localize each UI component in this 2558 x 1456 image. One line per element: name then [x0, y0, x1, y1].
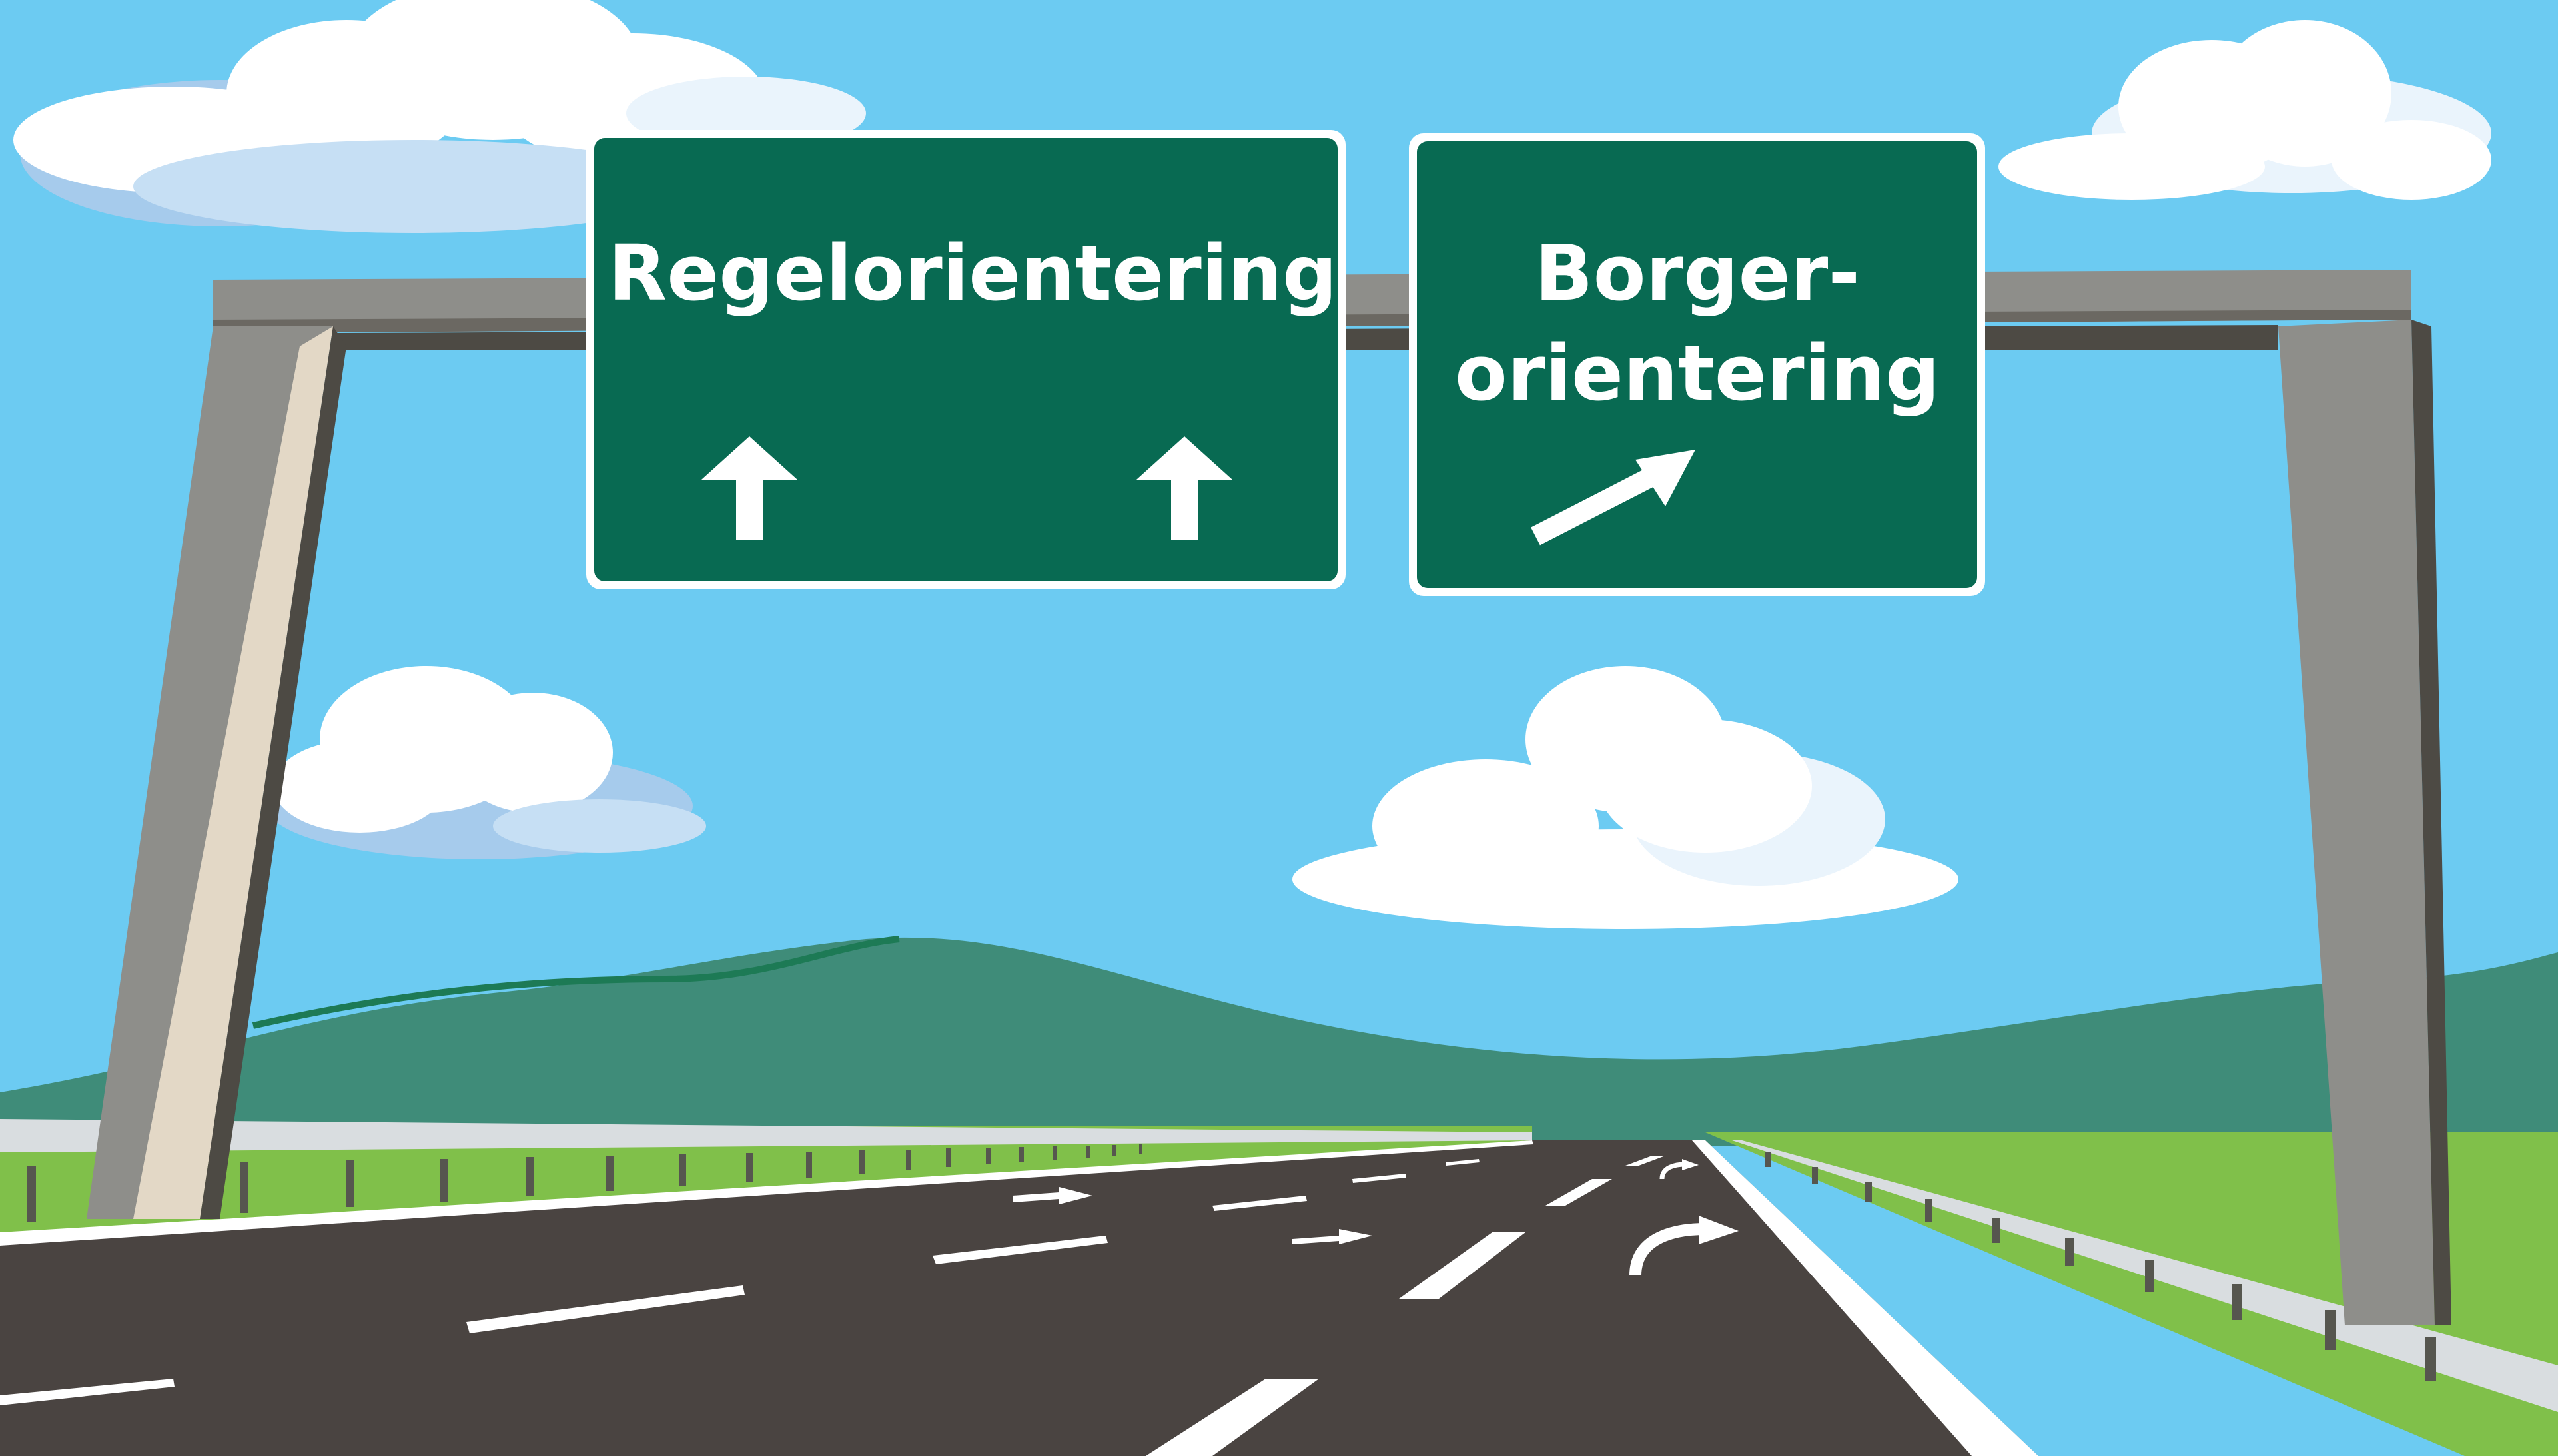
sign-left-label: Regelorientering — [608, 229, 1338, 318]
arrow-up-right-icon — [1531, 450, 1695, 546]
arrow-up-icon — [1136, 436, 1232, 540]
hills-ridge — [252, 936, 900, 1029]
sign-right-label-line1: Borger- — [1535, 229, 1860, 318]
cloud-top-right — [1998, 20, 2491, 200]
sign-left: Regelorientering — [586, 130, 1346, 589]
lane-markings — [0, 1140, 2038, 1456]
arrow-up-icon — [701, 436, 797, 540]
sign-right: Borger- orientering — [1409, 133, 1985, 596]
guardrail-left — [0, 1119, 1532, 1152]
hills — [0, 937, 2558, 1146]
road — [0, 1140, 2038, 1456]
sign-right-label-line2: orientering — [1455, 329, 1940, 418]
road-arrow-straight-icon — [1292, 1229, 1372, 1244]
gantry-right-post — [2278, 320, 2435, 1325]
road-arrow-turn-right-icon — [1659, 1159, 1699, 1180]
cloud-middle-right — [1292, 666, 1958, 929]
road-arrow-turn-right-icon — [1629, 1216, 1739, 1276]
road-arrow-straight-icon — [1013, 1187, 1092, 1204]
guardrail-right-posts — [1765, 1152, 2436, 1381]
cloud-middle-left — [266, 666, 706, 859]
cloud-top-left — [13, 0, 866, 233]
